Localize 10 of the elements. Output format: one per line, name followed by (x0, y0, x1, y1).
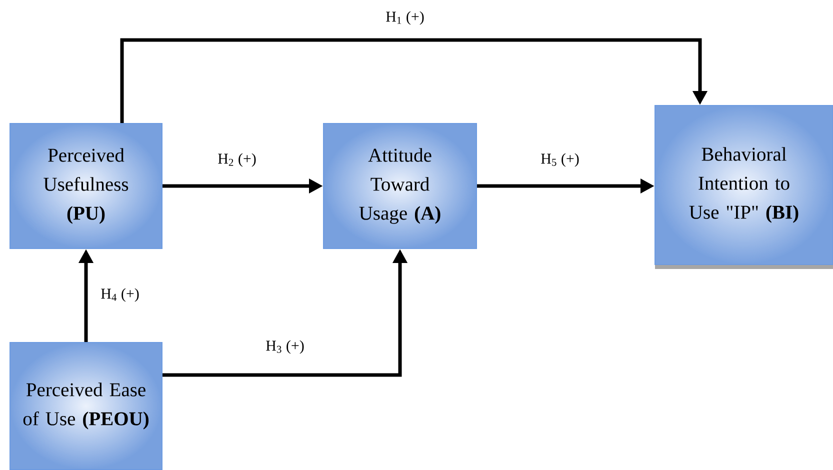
concept-box: Perceived Ease of Use (PEOU) (10, 342, 162, 470)
concept-box: Perceived Usefulness (PU) (10, 123, 162, 249)
edge-label: H$_{5}$ (+) (540, 152, 580, 168)
concept-box: Behavioral Intention to Use "IP" (BI) (654, 105, 833, 265)
edge-label: H$_{2}$ (+) (216, 152, 258, 168)
edge-label: H$_{4}$ (+) (100, 287, 140, 303)
arrow (120, 38, 708, 123)
edge-label: H$_{1}$ (+) (384, 10, 426, 26)
concept-box: Attitude Toward Usage (A) (323, 123, 477, 249)
edge-label: H$_{3}$ (+) (264, 339, 306, 355)
